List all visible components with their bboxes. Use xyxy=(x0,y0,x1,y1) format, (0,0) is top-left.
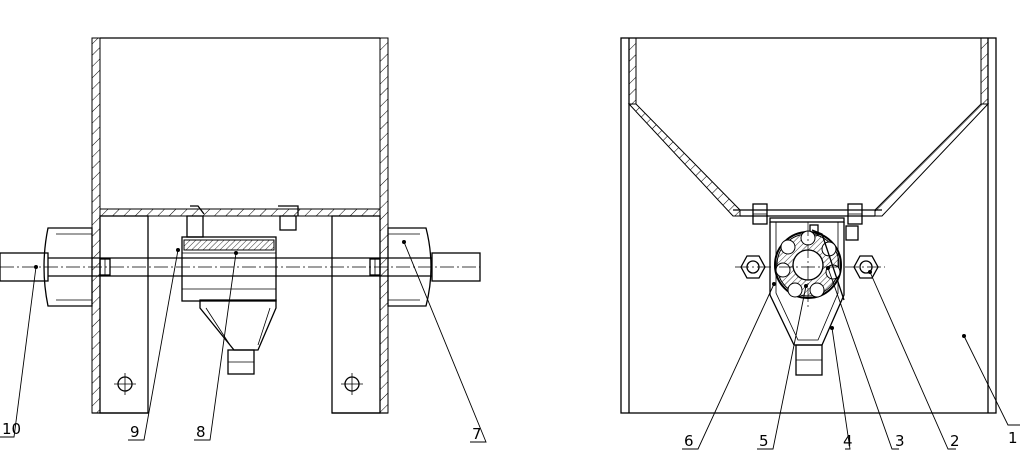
left-view: 10 9 8 7 xyxy=(0,37,487,443)
leader-8 xyxy=(194,252,237,441)
right-bearing xyxy=(387,227,432,307)
right-view: 6 5 4 3 2 1 xyxy=(620,37,1020,450)
metering-rotor xyxy=(774,230,842,299)
leader-1 xyxy=(963,335,1020,426)
leader-4 xyxy=(831,327,851,450)
label-4: 4 xyxy=(843,432,853,450)
label-2: 2 xyxy=(950,432,960,450)
leader-2 xyxy=(869,271,956,450)
hopper-left-wall xyxy=(628,37,637,105)
hopper-right-wall xyxy=(980,37,989,105)
leader-7 xyxy=(403,241,487,443)
label-1: 1 xyxy=(1008,429,1018,447)
leader-3 xyxy=(827,267,899,450)
leader-9 xyxy=(128,249,179,441)
right-bracket xyxy=(331,215,381,414)
right-top-bolt xyxy=(279,215,297,231)
hopper-right-slope xyxy=(874,103,990,217)
roller-sleeve xyxy=(183,239,275,251)
label-10: 10 xyxy=(2,420,21,438)
left-wall-outer-right xyxy=(379,37,389,414)
left-bracket xyxy=(99,215,149,414)
leader-6 xyxy=(682,283,775,450)
left-top-bolt xyxy=(186,215,204,238)
hopper-bottom-plate xyxy=(99,208,381,217)
left-mount-hole xyxy=(114,373,136,395)
right-frame xyxy=(620,37,997,414)
label-8: 8 xyxy=(196,423,206,441)
label-5: 5 xyxy=(759,432,769,450)
left-wall-outer-left xyxy=(91,37,101,414)
left-bearing xyxy=(43,227,93,307)
label-3: 3 xyxy=(895,432,905,450)
right-mount-hole xyxy=(341,373,363,395)
label-9: 9 xyxy=(130,423,140,441)
scraper xyxy=(811,229,845,301)
housing-top xyxy=(769,217,845,223)
leader-5 xyxy=(757,285,807,450)
leader-10 xyxy=(0,266,37,438)
label-6: 6 xyxy=(684,432,694,450)
label-7: 7 xyxy=(472,425,482,443)
hopper-left-slope xyxy=(627,103,741,217)
left-funnel xyxy=(199,299,277,351)
